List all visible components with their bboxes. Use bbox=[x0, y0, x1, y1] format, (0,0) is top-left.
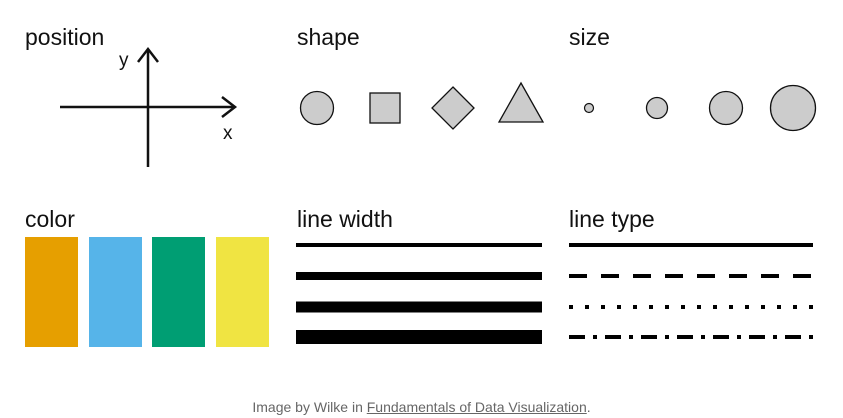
line-width-examples bbox=[296, 243, 542, 344]
diamond-icon bbox=[431, 86, 475, 130]
color-swatch-yellow bbox=[216, 237, 269, 347]
circle-icon bbox=[299, 90, 335, 126]
line-width-title: line width bbox=[297, 206, 393, 232]
aesthetics-figure: position y x shape size color line width… bbox=[25, 24, 817, 347]
line-type-title: line type bbox=[569, 206, 655, 232]
circle-xlarge-icon bbox=[769, 84, 817, 132]
shape-examples bbox=[299, 81, 545, 130]
x-axis-arrow-icon bbox=[221, 96, 238, 118]
position-axes: y x bbox=[60, 46, 238, 167]
caption-prefix: Image by Wilke in bbox=[252, 399, 367, 415]
size-title: size bbox=[569, 24, 610, 50]
color-title: color bbox=[25, 206, 75, 232]
triangle-icon bbox=[497, 81, 545, 123]
color-swatch-sky-blue bbox=[89, 237, 142, 347]
color-swatch-green bbox=[152, 237, 205, 347]
caption-suffix: . bbox=[586, 399, 591, 415]
circle-large-icon bbox=[708, 90, 744, 126]
image-caption: Image by Wilke in Fundamentals of Data V… bbox=[0, 398, 843, 416]
y-axis-arrow-icon bbox=[137, 46, 159, 63]
caption-source-link[interactable]: Fundamentals of Data Visualization bbox=[366, 399, 587, 415]
y-axis-label: y bbox=[119, 50, 129, 71]
square-icon bbox=[369, 92, 401, 124]
color-swatch-orange bbox=[25, 237, 78, 347]
circle-small-icon bbox=[583, 102, 595, 114]
x-axis-label: x bbox=[223, 123, 233, 144]
position-title: position bbox=[25, 24, 105, 50]
size-examples bbox=[583, 84, 817, 132]
shape-title: shape bbox=[297, 24, 360, 50]
circle-medium-icon bbox=[645, 96, 669, 120]
line-type-examples bbox=[569, 243, 813, 339]
